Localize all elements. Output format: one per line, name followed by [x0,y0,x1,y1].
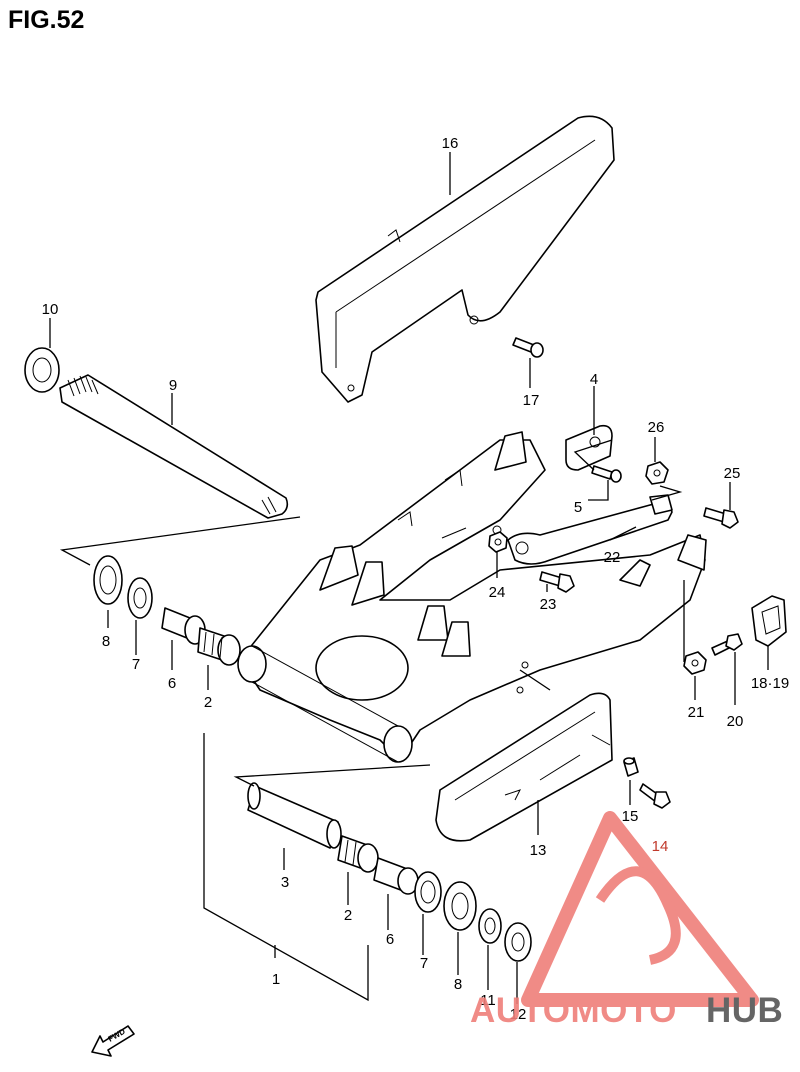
watermark-text-1: AUTOMOTO [470,991,677,1030]
callout-2-right: 2 [344,907,352,924]
callout-23: 23 [540,596,557,613]
callout-8-right: 8 [454,976,462,993]
washer-7-left [127,577,153,619]
nut-21 [683,651,707,675]
callout-9: 9 [169,377,177,394]
spacer-8-right [443,881,477,931]
chain-buffer [435,692,613,842]
washer-7-right [414,871,442,913]
washer-11 [478,908,502,944]
callout-22: 22 [604,549,621,566]
callout-6-left: 6 [168,675,176,692]
chain-case [315,115,615,403]
nut-26 [645,461,669,485]
callout-5: 5 [574,499,582,516]
bolt-25 [703,507,739,529]
bearing-2-right [337,835,379,873]
callout-13: 13 [530,842,547,859]
nut-24 [488,531,508,553]
callout-4: 4 [590,371,598,388]
callout-3: 3 [281,874,289,891]
callout-21: 21 [688,704,705,721]
callout-1: 1 [272,971,280,988]
screw-14 [639,783,671,809]
watermark-text-2: HUB [706,991,783,1030]
figure-title: FIG.52 [8,6,84,34]
callout-18-19: 18·19 [751,675,789,692]
sleeve-3 [247,782,342,849]
callout-26: 26 [648,419,665,436]
callout-6-right: 6 [386,931,394,948]
callout-10: 10 [42,301,59,318]
pivot-shaft [59,374,289,519]
screw-17 [512,337,544,358]
callout-17: 17 [523,392,540,409]
callout-2-left: 2 [204,694,212,711]
clip-18-19 [751,595,787,647]
callout-24: 24 [489,584,506,601]
bearing-2-left [197,627,241,666]
callout-11: 11 [480,992,496,1009]
callout-12: 12 [510,1006,527,1023]
callout-16: 16 [442,135,459,152]
pivot-nut [24,347,60,393]
leader-lines [49,152,769,1004]
torque-rod [507,494,673,565]
bushing-6-right [373,857,419,895]
nut-12 [504,922,532,962]
bolt-23 [539,571,575,593]
callout-20: 20 [727,713,744,730]
bolt-20 [711,633,743,656]
callout-25: 25 [724,465,741,482]
swingarm [237,431,707,763]
bolt-5 [591,465,622,483]
spacer-8-left [93,555,123,605]
callout-7-left: 7 [132,656,140,673]
collar-15 [623,757,639,777]
callout-15: 15 [622,808,639,825]
watermark-logo: AUTOMOTO HUB [470,811,783,1030]
callout-8-left: 8 [102,633,110,650]
fwd-arrow-icon: FWD [91,1025,135,1057]
callout-14: 14 [652,838,669,855]
callout-7-right: 7 [420,955,428,972]
